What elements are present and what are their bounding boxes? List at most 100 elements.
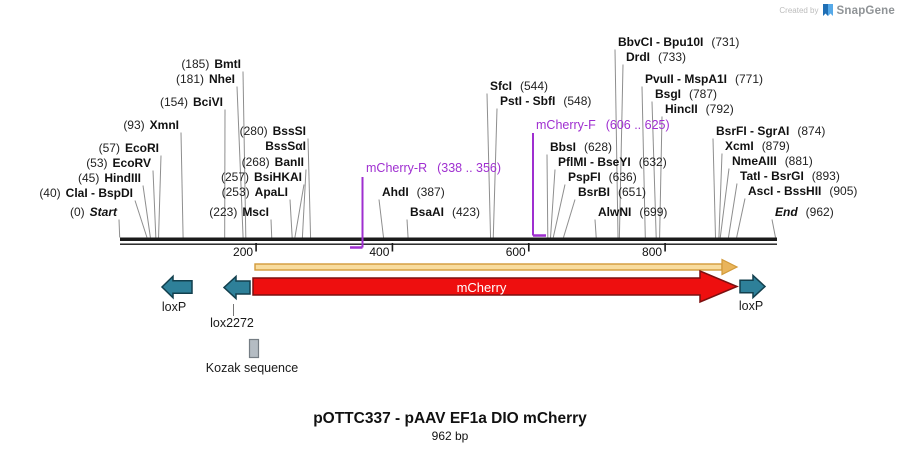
site-label[interactable]: BsaAI(423) bbox=[410, 206, 480, 219]
primer-label[interactable]: mCherry-F(606 .. 625) bbox=[536, 119, 670, 132]
site-label[interactable]: (257)BsiHKAI bbox=[221, 171, 302, 184]
site-label[interactable]: (181)NheI bbox=[176, 73, 235, 86]
site-label[interactable]: (45) HindIII bbox=[78, 172, 141, 185]
site-label[interactable]: (154)BciVI bbox=[160, 96, 223, 109]
site-name: HindIII bbox=[104, 171, 141, 185]
site-label[interactable]: (57)EcoRI bbox=[99, 142, 159, 155]
site-label[interactable]: (40)ClaI - BspDI bbox=[39, 187, 133, 200]
primer-name: mCherry-R bbox=[366, 161, 428, 175]
site-label[interactable]: AlwNI (699) bbox=[598, 206, 667, 219]
site-name: PstI - SbfI bbox=[500, 94, 556, 108]
site-label[interactable]: PflMI - BseYI(632) bbox=[558, 156, 667, 169]
site-name: PvuII - MspA1I bbox=[645, 72, 728, 86]
feature-lox2272[interactable] bbox=[222, 274, 251, 301]
site-position: (699) bbox=[639, 205, 668, 219]
site-name: BssSαI bbox=[265, 139, 306, 153]
site-label[interactable]: BsrFI - SgrAI(874) bbox=[716, 125, 825, 138]
site-name: ClaI - BspDI bbox=[65, 186, 133, 200]
feature-label-lox2272[interactable]: lox2272 bbox=[210, 316, 254, 330]
site-label[interactable]: SfcI(544) bbox=[490, 80, 548, 93]
site-leader-line bbox=[718, 153, 723, 238]
ruler-tick-label: 600 bbox=[505, 245, 526, 259]
site-name: BciVI bbox=[192, 95, 223, 109]
site-label[interactable]: BsgI(787) bbox=[655, 88, 717, 101]
ruler-tick bbox=[527, 243, 530, 252]
site-name: BbsI bbox=[550, 140, 577, 154]
site-leader-line bbox=[486, 93, 492, 238]
feature-orf-arrow-head bbox=[721, 258, 739, 276]
credit-watermark: Created by SnapGene bbox=[779, 4, 895, 17]
site-label[interactable]: (253)ApaLI bbox=[222, 186, 288, 199]
site-name: EcoRI bbox=[124, 141, 159, 155]
site-name: NheI bbox=[208, 72, 235, 86]
site-leader-line bbox=[594, 219, 597, 238]
site-label[interactable]: BsrBI(651) bbox=[578, 186, 646, 199]
site-name: AlwNI bbox=[598, 205, 632, 219]
site-label[interactable]: (53)EcoRV bbox=[86, 157, 151, 170]
site-leader-line bbox=[546, 154, 549, 238]
site-label[interactable]: (223)MscI bbox=[209, 206, 269, 219]
site-leader-line bbox=[492, 108, 498, 238]
ruler-tick-label: 200 bbox=[233, 245, 254, 259]
primer-label[interactable]: mCherry-R(338 .. 356) bbox=[366, 162, 501, 175]
feature-label-loxp-1[interactable]: loxP bbox=[161, 300, 187, 314]
site-label[interactable]: BbvCI - Bpu10I(731) bbox=[618, 36, 739, 49]
site-label[interactable]: TatI - BsrGI(893) bbox=[740, 170, 840, 183]
site-name: TatI - BsrGI bbox=[740, 169, 804, 183]
sequence-line[interactable] bbox=[120, 237, 777, 242]
site-label[interactable]: (280)BssSI bbox=[240, 125, 306, 138]
feature-label-kozak[interactable]: Kozak sequence bbox=[205, 361, 299, 375]
site-leader-line bbox=[651, 101, 657, 238]
site-position: (253) bbox=[221, 185, 250, 199]
site-label[interactable]: (185)BmtI bbox=[181, 58, 241, 71]
site-label[interactable]: NmeAIII(881) bbox=[732, 155, 813, 168]
site-label[interactable]: BbsI(628) bbox=[550, 141, 612, 154]
site-position: (280) bbox=[239, 124, 268, 138]
site-label[interactable]: PspFI(636) bbox=[568, 171, 637, 184]
feature-loxp-1[interactable] bbox=[160, 274, 193, 300]
site-label[interactable]: BssSαI bbox=[265, 140, 306, 153]
site-leader-line bbox=[236, 86, 244, 238]
site-leader-line bbox=[134, 200, 148, 238]
site-name: PspFI bbox=[568, 170, 601, 184]
site-label[interactable]: (268)BanII bbox=[242, 156, 304, 169]
feature-label-mcherry-cds[interactable]: mCherry bbox=[456, 280, 507, 295]
site-label[interactable]: AhdI(387) bbox=[382, 186, 445, 199]
site-leader-line bbox=[719, 168, 730, 238]
feature-label-loxp-2[interactable]: loxP bbox=[738, 299, 764, 313]
site-position: (651) bbox=[618, 185, 647, 199]
feature-mcherry-cds[interactable] bbox=[252, 269, 739, 304]
site-leader-line bbox=[727, 183, 738, 238]
site-label[interactable]: HincII(792) bbox=[665, 103, 734, 116]
site-label[interactable]: PvuII - MspA1I(771) bbox=[645, 73, 763, 86]
site-label[interactable]: AscI - BssHII(905) bbox=[748, 185, 857, 198]
site-name: DrdI bbox=[626, 50, 650, 64]
site-label[interactable]: DrdI(733) bbox=[626, 51, 686, 64]
feature-loxp-2[interactable] bbox=[739, 273, 767, 300]
site-leader-line bbox=[378, 199, 385, 238]
site-leader-line bbox=[563, 199, 576, 238]
primer-range: (606 .. 625) bbox=[605, 118, 670, 132]
site-name: EcoRV bbox=[112, 156, 151, 170]
site-position: (879) bbox=[761, 139, 790, 153]
site-label[interactable]: (93)XmnI bbox=[123, 119, 179, 132]
site-leader-line bbox=[406, 219, 409, 238]
site-position: (962) bbox=[805, 205, 834, 219]
site-label[interactable]: XcmI(879) bbox=[725, 140, 790, 153]
site-leader-line bbox=[270, 219, 273, 238]
site-label[interactable]: (0)Start bbox=[70, 206, 117, 219]
site-name: PflMI - BseYI bbox=[558, 155, 631, 169]
site-position: (0) bbox=[69, 205, 85, 219]
site-position: (548) bbox=[563, 94, 592, 108]
site-position: (544) bbox=[520, 79, 549, 93]
site-name: HincII bbox=[665, 102, 698, 116]
site-leader-line bbox=[552, 184, 566, 238]
site-label[interactable]: PstI - SbfI (548) bbox=[500, 95, 591, 108]
ruler-tick-label: 400 bbox=[369, 245, 390, 259]
feature-kozak[interactable] bbox=[248, 338, 260, 359]
site-leader-line bbox=[771, 219, 776, 238]
site-position: (45) bbox=[77, 171, 100, 185]
site-label[interactable]: End(962) bbox=[775, 206, 834, 219]
site-leader-line bbox=[301, 169, 307, 238]
